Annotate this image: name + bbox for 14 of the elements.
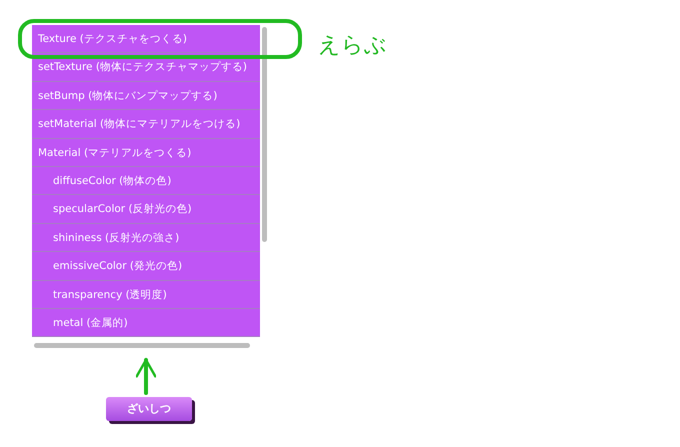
menu-item: Material (マテリアルをつくる) <box>32 138 260 167</box>
menu-item: diffuseColor (物体の色) <box>32 167 260 196</box>
arrow <box>134 358 158 395</box>
menu-item: metal (金属的) <box>32 309 260 338</box>
menu-item: Texture (テクスチャをつくる) <box>32 25 260 54</box>
menu-item: setMaterial (物体にマテリアルをつける) <box>32 110 260 139</box>
menu-item: emissiveColor (発光の色) <box>32 252 260 281</box>
menu-item: transparency (透明度) <box>32 280 260 309</box>
scrollable-list-panel <box>32 25 269 350</box>
annotation-text: えらぶ <box>318 32 387 60</box>
menu-item: shininess (反射光の強さ) <box>32 224 260 252</box>
material-button: ざいしつ <box>106 397 192 421</box>
menu-item: specularColor (反射光の色) <box>32 195 260 224</box>
menu-item: setBump (物体にバンプマップする) <box>32 82 260 110</box>
